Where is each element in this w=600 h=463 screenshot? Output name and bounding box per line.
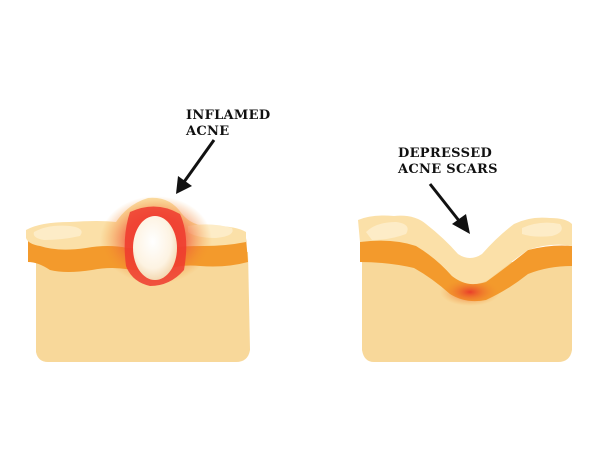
pustule <box>133 216 177 280</box>
right-orange-layer <box>360 239 572 302</box>
depressed-scar-skin-block <box>358 215 572 362</box>
depressed-acne-scars-label-line2: ACNE SCARS <box>398 162 498 177</box>
right-epidermis-highlight-1 <box>366 222 408 240</box>
depressed-acne-scars-label: DEPRESSED ACNE SCARS <box>398 146 498 178</box>
inflamed-acne-skin-block <box>26 196 250 362</box>
right-epidermis-highlight-2 <box>522 222 562 237</box>
right-epidermis <box>358 215 572 285</box>
inflamed-acne-label-line1: INFLAMED <box>186 108 271 123</box>
scar-redness <box>440 278 500 306</box>
inflamed-acne-label-line2: ACNE <box>186 124 230 139</box>
depressed-arrow <box>428 183 470 234</box>
right-dermis <box>362 262 572 362</box>
left-dermis <box>36 252 250 362</box>
inflamed-acne-label: INFLAMED ACNE <box>186 108 270 140</box>
inflamed-arrow <box>176 139 216 194</box>
left-epidermis-highlight-1 <box>33 225 82 240</box>
depressed-acne-scars-label-line1: DEPRESSED <box>398 146 493 161</box>
